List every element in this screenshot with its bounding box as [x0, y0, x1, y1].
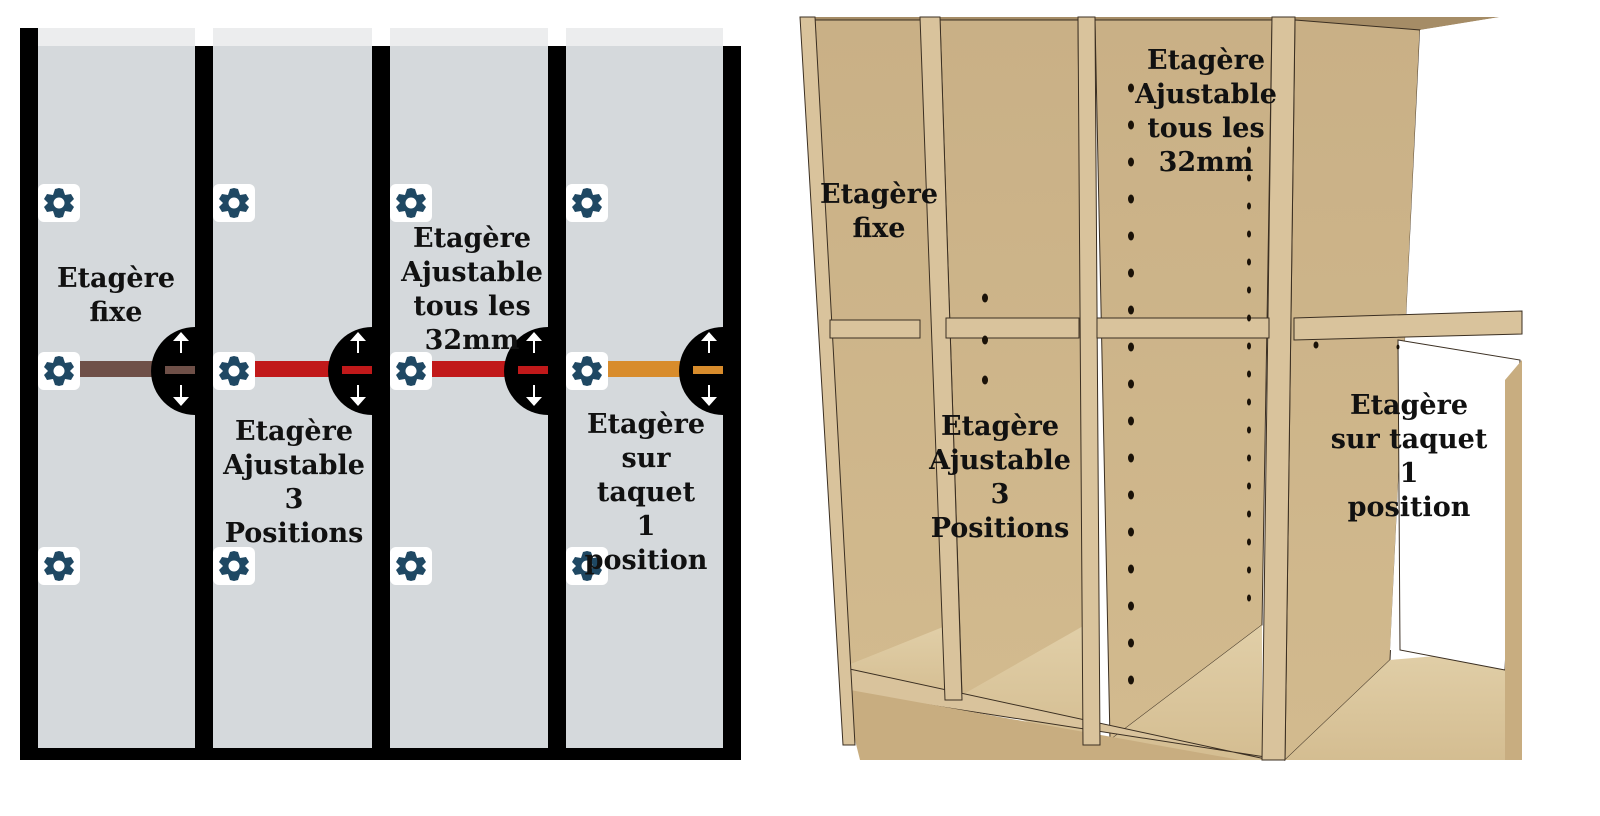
divider-panel [548, 46, 566, 758]
bay-3-floor [1110, 625, 1262, 760]
right-side-panel [723, 46, 741, 758]
up-arrow-icon [350, 332, 366, 353]
column-top-strip [38, 28, 195, 46]
pin-hole [1247, 342, 1251, 350]
post-4 [1261, 16, 1296, 761]
schematic-panel: Etagère fixe Etagère Ajustable 3 Positio… [0, 0, 780, 812]
render-label-adjustable-32mm: Etagère Ajustable tous les 32mm [1135, 45, 1277, 178]
shelf-fixed-end [165, 366, 195, 374]
schematic-label-adjustable-32mm: Etagère Ajustable tous les 32mm [401, 223, 543, 356]
up-arrow-icon [526, 332, 542, 353]
pin-hole [1247, 370, 1251, 378]
shelf-peg-end [693, 366, 723, 374]
bottom-panel [20, 748, 741, 760]
divider-panel [195, 46, 213, 758]
cabinet-drawing [799, 16, 1523, 762]
schematic-label-peg-1-position: Etagère sur taquet 1 position [584, 409, 708, 576]
bay-4-floor [1285, 650, 1505, 760]
pin-hole [1128, 194, 1134, 204]
cabinet-3d-render: Etagère fixe Etagère Ajustable tous les … [790, 0, 1600, 812]
shelf-fixed [829, 319, 921, 339]
pin-hole [982, 375, 988, 385]
pin-hole [1128, 675, 1134, 685]
post-3 [1077, 16, 1101, 746]
pin-hole [982, 335, 988, 345]
pin-hole [1128, 157, 1134, 167]
render-label-fixed: Etagère fixe [819, 179, 939, 244]
pin-hole [1247, 230, 1251, 238]
shelf-peg [1293, 310, 1523, 341]
pin-hole [1247, 286, 1251, 294]
pin-hole [1128, 416, 1134, 426]
schematic-drawing [20, 28, 741, 760]
left-post [799, 16, 856, 746]
pin-hole [1247, 510, 1251, 518]
pin-hole [1128, 638, 1134, 648]
pin-hole [1128, 379, 1134, 389]
pin-hole [1128, 527, 1134, 537]
shelf-adj32-end [518, 366, 548, 374]
down-arrow-icon [350, 385, 366, 406]
pin-hole [1247, 202, 1251, 210]
pin-hole [1247, 594, 1251, 602]
right-side-edge [1505, 360, 1522, 760]
pin-hole [1247, 174, 1251, 182]
pin-hole [1247, 566, 1251, 574]
pin-hole [1247, 538, 1251, 546]
down-arrow-icon [173, 385, 189, 406]
peg-hole [1396, 344, 1400, 350]
column-top-strip [213, 28, 372, 46]
shelf-adjustable-32mm [1096, 317, 1270, 339]
shelf-adjustable-3 [945, 317, 1080, 339]
post-2 [919, 16, 963, 701]
render-label-peg-1-position: Etagère sur taquet 1 position [1330, 390, 1488, 523]
shelf-adj3-end [342, 366, 372, 374]
schematic-label-adjustable-3-positions: Etagère Ajustable 3 Positions [223, 416, 365, 549]
pin-hole [1128, 83, 1134, 93]
column-top-strip [390, 28, 548, 46]
pin-hole [1247, 258, 1251, 266]
pin-hole [1247, 146, 1251, 154]
pin-hole [1247, 482, 1251, 490]
pin-hole [1128, 564, 1134, 574]
pin-hole [1247, 314, 1251, 322]
pin-hole [1128, 490, 1134, 500]
pin-hole [1128, 268, 1134, 278]
pin-hole [1128, 601, 1134, 611]
column-top-strip [566, 28, 723, 46]
pin-hole [1128, 342, 1134, 352]
pin-hole [1247, 454, 1251, 462]
bay-2-back [939, 19, 1086, 696]
pin-hole [1128, 120, 1134, 130]
schematic-label-fixed: Etagère fixe [56, 263, 176, 328]
plinth [850, 690, 1240, 760]
render-label-adjustable-3-positions: Etagère Ajustable 3 Positions [929, 411, 1071, 544]
left-side-panel [20, 28, 38, 758]
pin-hole [1128, 453, 1134, 463]
up-arrow-icon [173, 332, 189, 353]
peg-hole [1313, 341, 1319, 349]
pin-hole [1247, 426, 1251, 434]
pin-hole [1247, 398, 1251, 406]
pin-hole [1128, 231, 1134, 241]
bay-2-floor [962, 625, 1100, 745]
up-arrow-icon [701, 332, 717, 353]
pin-hole [982, 293, 988, 303]
down-arrow-icon [526, 385, 542, 406]
down-arrow-icon [701, 385, 717, 406]
pin-hole [1128, 305, 1134, 315]
divider-panel [372, 46, 390, 758]
